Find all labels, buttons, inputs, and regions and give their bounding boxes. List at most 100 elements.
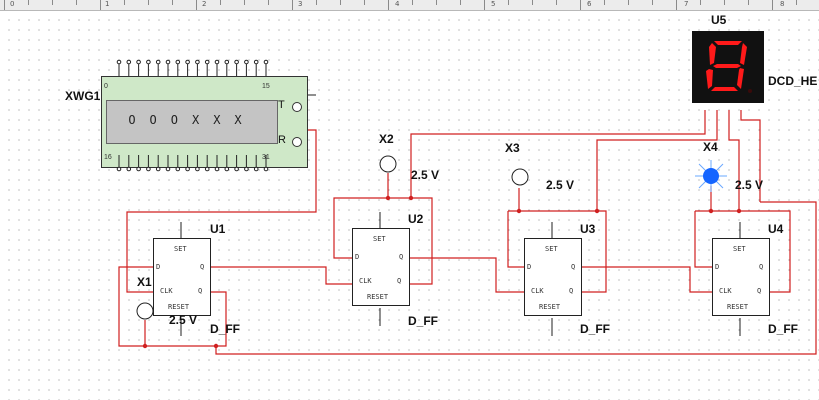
word-generator-pin-end [175,166,181,172]
wire [507,211,524,268]
ruler-tick [148,0,149,5]
ruler-tick [4,0,5,10]
ruler-tick [484,0,485,10]
ruler-tick [652,0,653,5]
word-generator-pin-end [253,59,259,65]
schematic-canvas[interactable]: XWG1 OOOXXX 0 15 16 31 T R U5 [0,11,819,400]
word-generator-pin-end [263,166,269,172]
pin-label: SET [733,245,746,253]
pin-label: CLK [719,287,732,295]
hex-display-type-label: DCD_HE [768,74,818,88]
word-generator-pin-end [244,166,249,172]
ruler-number: 4 [395,0,400,8]
probe-x2-voltage: 2.5 V [411,168,440,182]
ruler-tick [100,0,101,10]
pin-label: Q [757,287,762,295]
word-generator-pin-end [195,59,200,65]
word-generator-pin-end [195,166,200,172]
pin-label: RESET [539,303,561,311]
probe-x3-voltage: 2.5 V [546,178,575,192]
ruler-number: 1 [105,0,110,8]
ruler-tick [316,0,317,5]
ruler-tick [604,0,605,5]
pin-label: D [527,263,532,271]
ruler-tick [196,0,197,10]
probe-x2-label: X2 [379,132,394,146]
ruler-tick [532,0,533,5]
probe-x4-lit-icon[interactable] [694,159,728,193]
pin-label: Q [571,263,576,271]
ruler-tick [412,0,413,5]
wire [208,266,352,285]
seven-segment-icon [706,41,752,93]
hex-display[interactable] [692,31,764,103]
pin-label: Q [397,277,402,285]
wire [728,110,740,211]
ruler-tick [172,0,173,5]
word-generator-pin-end [185,59,190,65]
ruler-tick [364,0,365,5]
probe-x1-icon[interactable] [135,301,155,321]
ruler-tick [580,0,581,10]
ff-u3-type: D_FF [580,322,610,336]
pin-label: RESET [367,293,389,301]
word-generator-pin-end [234,166,239,172]
word-generator-display: OOOXXX [106,100,278,144]
t-terminal[interactable] [292,102,302,112]
ruler-tick [460,0,461,5]
ruler-tick [724,0,725,5]
word-generator-pin-end [126,166,132,172]
ruler-tick [292,0,293,10]
pin-label: Q [200,263,205,271]
wire [596,110,718,211]
ff-u2[interactable]: SET D Q CLK Q RESET [352,228,410,306]
word-generator-pin-end [185,166,190,172]
r-terminal-label: R [278,134,286,146]
ruler-tick [244,0,245,5]
ruler-tick [388,0,389,10]
ruler-tick [772,0,773,10]
hex-display-label: U5 [711,13,727,27]
ruler-tick [700,0,701,5]
word-generator-pin-end [146,59,151,65]
probe-x2-icon[interactable] [378,154,398,174]
pin-label: D [156,263,161,271]
word-generator-pin-end [136,59,141,65]
ruler-tick [436,0,437,5]
ff-u4[interactable]: SET D Q CLK Q RESET [712,238,770,316]
word-generator-pin-end [165,166,171,172]
word-generator-pin-end [146,166,151,172]
wire [694,211,712,268]
wire [740,110,761,202]
word-generator-pin-end [234,59,239,65]
wire [118,266,227,347]
pin-label: RESET [727,303,749,311]
word-generator-pin-end [155,59,161,65]
wire [215,201,817,355]
probe-x3-icon[interactable] [510,167,530,187]
ff-u3-label: U3 [580,222,596,236]
wire [408,257,524,293]
ff-u2-type: D_FF [408,314,438,328]
probe-x1-label: X1 [137,275,152,289]
wire [333,197,380,259]
word-generator-pin-rows [116,59,269,172]
wire [380,197,433,285]
wire [508,210,607,293]
ruler-tick [628,0,629,5]
pin-label: SET [174,245,187,253]
pin-label: 15 [262,83,270,90]
ruler-tick [676,0,677,10]
ff-u3[interactable]: SET D Q CLK Q RESET [524,238,582,316]
word-generator-pin-end [136,166,141,172]
wire [126,129,317,293]
probe-x3-label: X3 [505,141,520,155]
r-terminal[interactable] [292,137,302,147]
ff-u1[interactable]: SET D Q CLK Q RESET [153,238,211,316]
word-generator-pin-end [204,59,210,65]
word-generator-pin-end [204,166,210,172]
pin-label: Q [759,263,764,271]
ruler: 0 1 2 3 4 5 6 7 8 [0,0,819,11]
word-generator[interactable]: OOOXXX 0 15 16 31 T R [101,76,308,168]
ruler-number: 0 [10,0,15,8]
